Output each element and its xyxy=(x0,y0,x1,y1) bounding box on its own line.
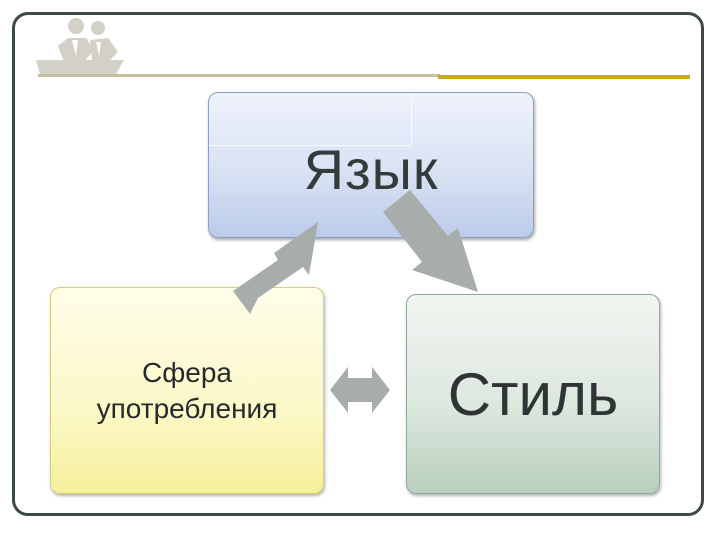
header-rule-gold xyxy=(438,75,690,79)
sphere-label: Сфера употребления xyxy=(97,355,278,427)
style-label: Стиль xyxy=(447,360,619,428)
language-label: Язык xyxy=(303,138,439,201)
header-rule-gray xyxy=(38,74,440,77)
language-node-gloss xyxy=(209,93,412,146)
sphere-label-line1: Сфера xyxy=(142,356,232,388)
style-node: Стиль xyxy=(406,294,660,494)
language-node: Язык xyxy=(208,92,534,238)
sphere-node: Сфера употребления xyxy=(50,287,324,494)
sphere-label-line2: употребления xyxy=(96,392,278,424)
people-at-desk-icon xyxy=(36,18,124,74)
